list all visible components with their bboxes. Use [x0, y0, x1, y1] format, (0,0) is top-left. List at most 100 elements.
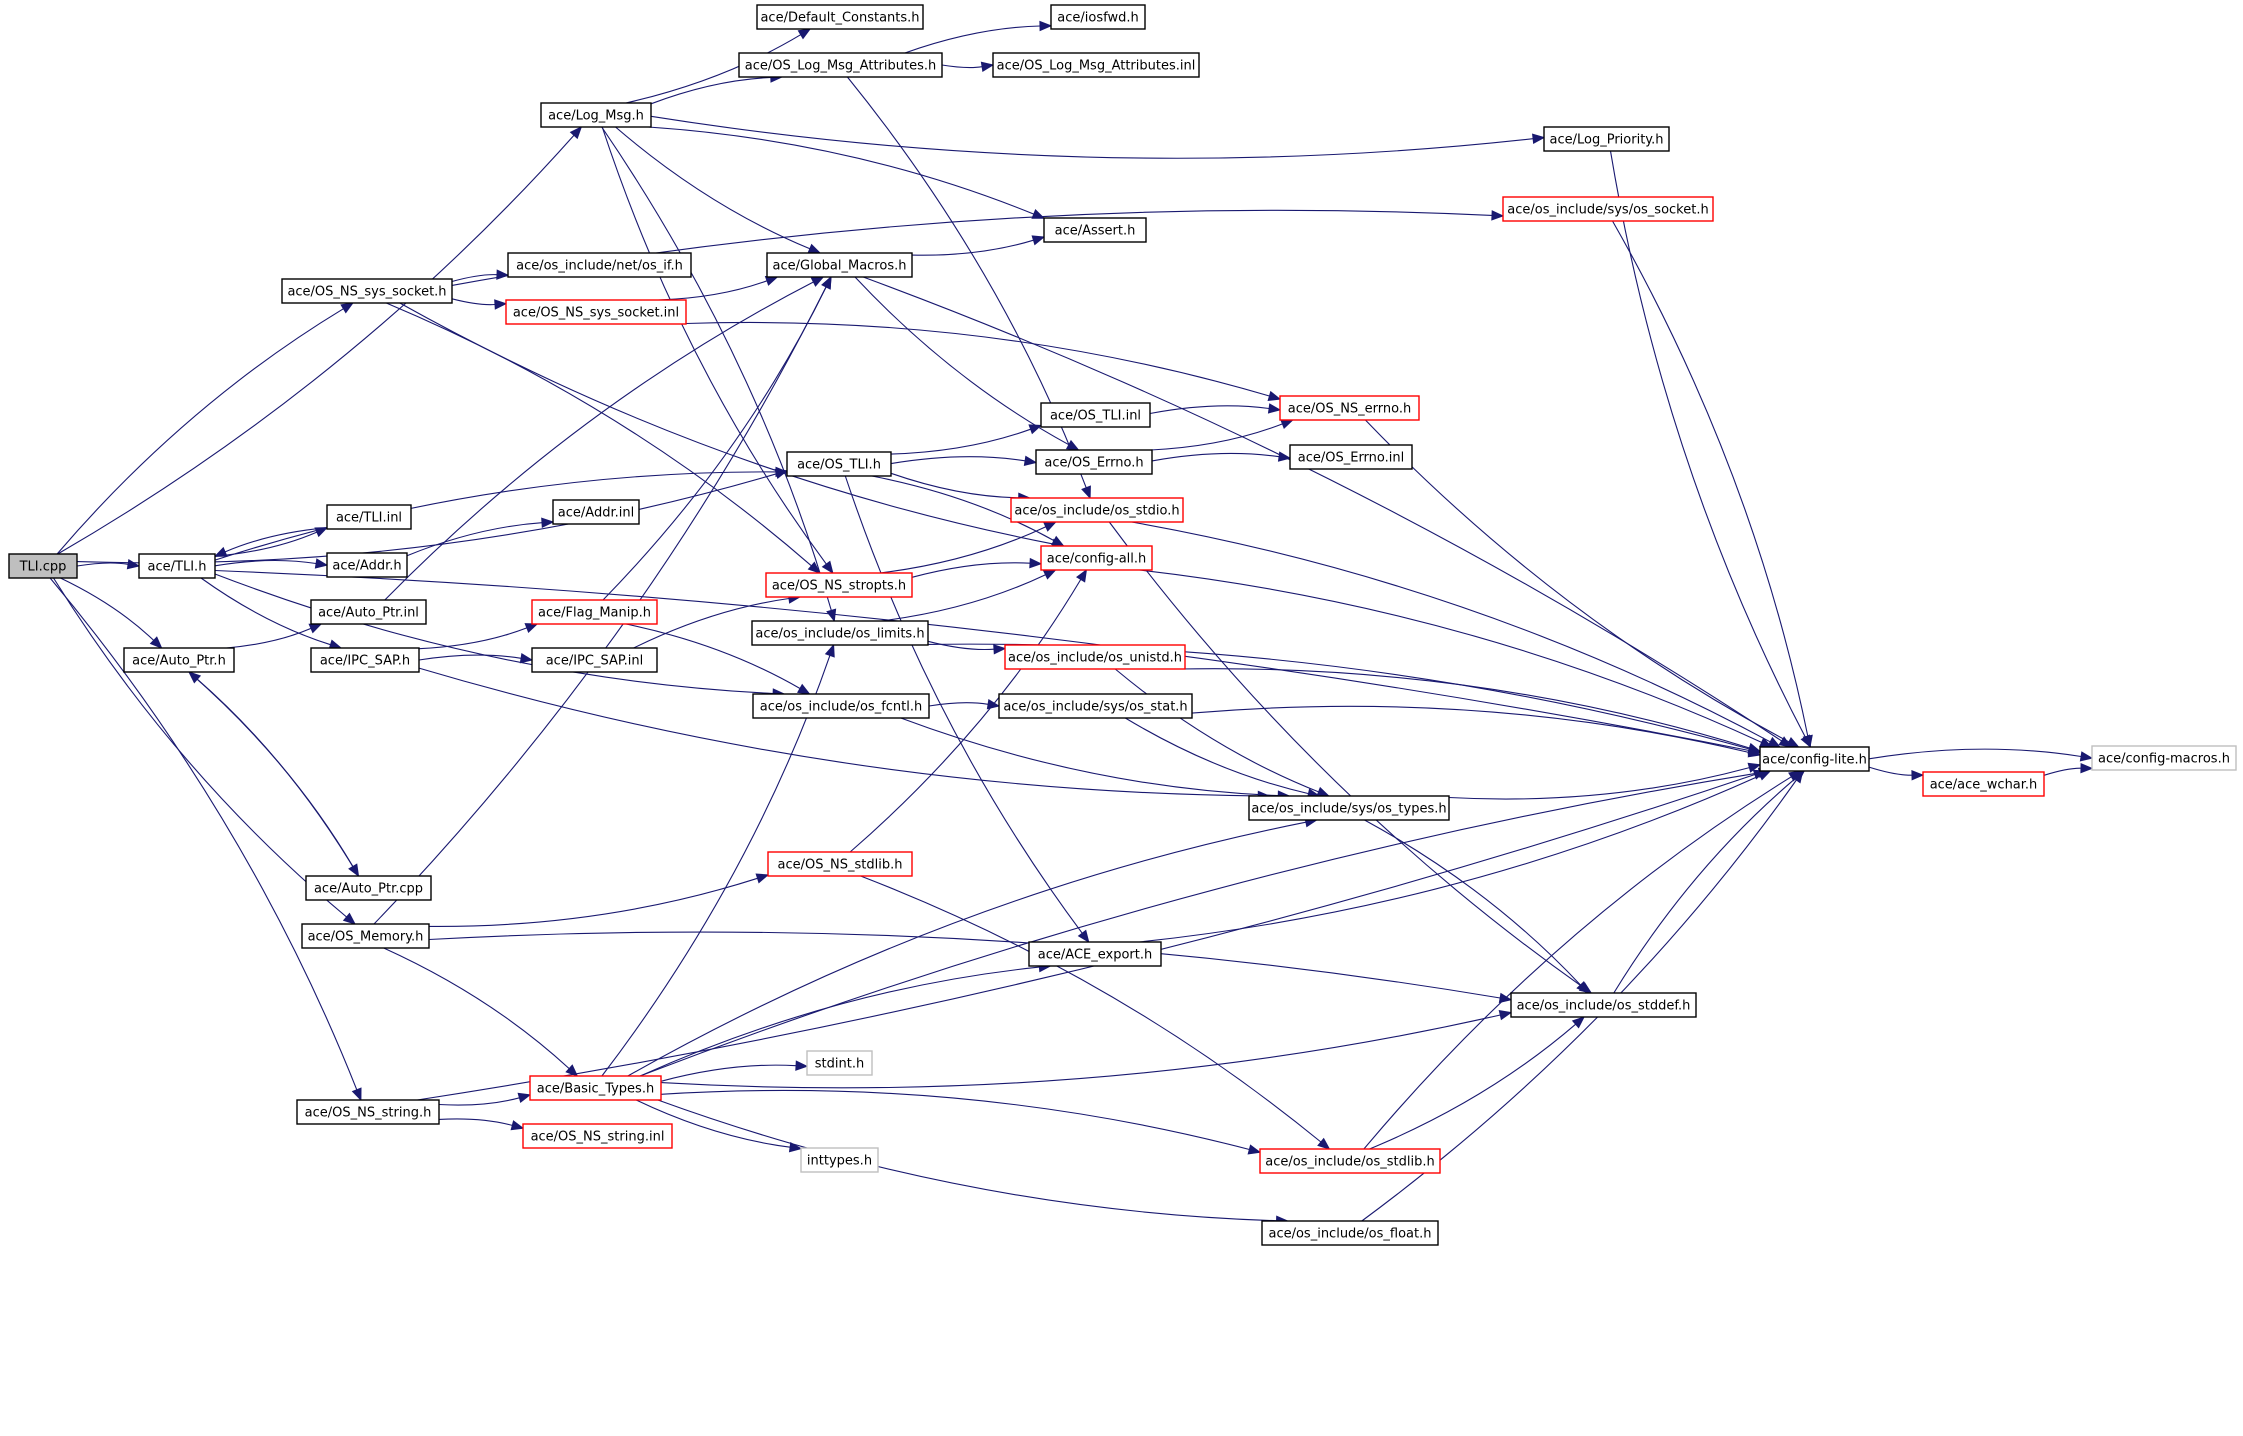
node-addr-h[interactable]: ace/Addr.h — [326, 552, 408, 578]
node-os-log-msg-attr-inl[interactable]: ace/OS_Log_Msg_Attributes.inl — [992, 52, 1200, 78]
node-config-all-h[interactable]: ace/config-all.h — [1040, 545, 1153, 571]
node-os-unistd-h[interactable]: ace/os_include/os_unistd.h — [1004, 644, 1186, 670]
node-addr-inl[interactable]: ace/Addr.inl — [552, 499, 640, 525]
node-net-os-if-h[interactable]: ace/os_include/net/os_if.h — [507, 252, 692, 278]
node-label: ace/os_include/sys/os_types.h — [1251, 802, 1446, 817]
node-label: ace/IPC_SAP.inl — [546, 654, 644, 669]
arrowhead — [1576, 981, 1589, 994]
node-ipc-sap-h[interactable]: ace/IPC_SAP.h — [310, 647, 420, 673]
arrowhead — [826, 608, 837, 623]
edge-os_ns_stropts_h-to-os_stdio_h — [880, 521, 1057, 574]
node-os-errno-inl[interactable]: ace/OS_Errno.inl — [1289, 444, 1413, 470]
edge-log_msg_h-to-assert_h — [648, 126, 1046, 219]
edge-os_ns_sys_socket_h-to-net_os_if_h — [451, 269, 510, 283]
node-config-lite-h[interactable]: ace/config-lite.h — [1759, 746, 1870, 772]
node-default-constants-h[interactable]: ace/Default_Constants.h — [756, 4, 924, 30]
node-label: ace/config-all.h — [1047, 552, 1147, 567]
node-auto-ptr-h[interactable]: ace/Auto_Ptr.h — [123, 647, 235, 673]
node-box — [1040, 545, 1153, 571]
node-box — [281, 278, 453, 304]
edge-log_msg_h-to-log_priority_h — [650, 115, 1546, 159]
node-label: ace/Basic_Types.h — [537, 1082, 654, 1097]
arrowhead — [1491, 210, 1505, 221]
node-assert-h[interactable]: ace/Assert.h — [1043, 217, 1147, 243]
arrowhead — [541, 517, 555, 528]
node-os-socket-h[interactable]: ace/os_include/sys/os_socket.h — [1502, 196, 1714, 222]
node-os-limits-h[interactable]: ace/os_include/os_limits.h — [751, 620, 929, 646]
node-global-macros-h[interactable]: ace/Global_Macros.h — [766, 252, 913, 278]
node-box — [765, 572, 913, 598]
edge-sys_os_stat_h-to-config_lite_h — [1191, 705, 1762, 758]
node-os-stdlib-h[interactable]: ace/os_include/os_stdlib.h — [1259, 1148, 1441, 1174]
node-ace-export-h[interactable]: ace/ACE_export.h — [1028, 941, 1162, 967]
arrowhead — [755, 873, 770, 884]
node-label: ace/config-macros.h — [2098, 752, 2230, 767]
node-os-ns-errno-h[interactable]: ace/OS_NS_errno.h — [1279, 395, 1420, 421]
node-log-msg-h[interactable]: ace/Log_Msg.h — [540, 102, 652, 128]
edge-log_msg_h-to-os_limits_h — [601, 126, 837, 623]
node-os-memory-h[interactable]: ace/OS_Memory.h — [301, 923, 430, 949]
node-flag-manip-h[interactable]: ace/Flag_Manip.h — [531, 599, 658, 625]
node-os-tli-h[interactable]: ace/OS_TLI.h — [786, 451, 892, 477]
node-os-tli-inl[interactable]: ace/OS_TLI.inl — [1040, 402, 1151, 428]
node-os-ns-sys-socket-inl[interactable]: ace/OS_NS_sys_socket.inl — [505, 299, 687, 325]
node-tli-inl[interactable]: ace/TLI.inl — [326, 504, 412, 530]
node-box — [310, 599, 427, 625]
node-label: ace/Auto_Ptr.inl — [318, 606, 419, 621]
edge-basic_types_h-to-os_stddef_h — [660, 1009, 1513, 1089]
node-os-ns-string-inl[interactable]: ace/OS_NS_string.inl — [522, 1123, 673, 1149]
arrowhead — [524, 623, 539, 633]
node-tli-h[interactable]: ace/TLI.h — [138, 553, 216, 579]
node-label: ace/OS_NS_string.inl — [531, 1130, 665, 1145]
node-os-errno-h[interactable]: ace/OS_Errno.h — [1035, 449, 1153, 475]
arrowhead — [821, 560, 834, 575]
node-iosfwd-h[interactable]: ace/iosfwd.h — [1050, 4, 1146, 30]
node-box — [1035, 449, 1153, 475]
node-label: ace/os_include/os_float.h — [1268, 1227, 1431, 1242]
node-label: ace/ace_wchar.h — [1930, 778, 2038, 793]
node-box — [1759, 746, 1870, 772]
node-auto-ptr-cpp[interactable]: ace/Auto_Ptr.cpp — [305, 875, 432, 901]
edge-os_memory_h-to-os_stddef_h — [428, 931, 1513, 1004]
node-os-stdio-h[interactable]: ace/os_include/os_stdio.h — [1010, 497, 1184, 523]
node-box — [522, 1123, 673, 1149]
node-label: ace/os_include/os_limits.h — [755, 627, 924, 642]
arrowhead — [980, 61, 995, 73]
node-label: ace/Auto_Ptr.h — [132, 654, 226, 669]
edge-log_msg_h-to-global_macros_h — [615, 126, 822, 254]
node-ace-wchar-h[interactable]: ace/ace_wchar.h — [1922, 771, 2045, 797]
arrowhead — [1571, 1016, 1586, 1029]
node-label: ace/os_include/os_unistd.h — [1008, 651, 1182, 666]
edge-config_lite_h-to-config_macros_h — [1868, 748, 2094, 762]
arrowhead — [565, 1064, 579, 1077]
node-os-log-msg-attr-h[interactable]: ace/OS_Log_Msg_Attributes.h — [738, 52, 943, 78]
node-os-stddef-h[interactable]: ace/os_include/os_stddef.h — [1510, 992, 1697, 1018]
node-stdint-h[interactable]: stdint.h — [806, 1050, 873, 1076]
node-sys-os-types-h[interactable]: ace/os_include/sys/os_types.h — [1248, 795, 1450, 821]
node-log-priority-h[interactable]: ace/Log_Priority.h — [1543, 126, 1670, 152]
arrowhead — [810, 276, 825, 287]
arrowhead — [1042, 569, 1057, 580]
node-os-float-h[interactable]: ace/os_include/os_float.h — [1261, 1220, 1439, 1246]
node-auto-ptr-inl[interactable]: ace/Auto_Ptr.inl — [310, 599, 427, 625]
edge-os_memory_h-to-os_ns_stdlib_h — [428, 873, 770, 927]
node-ipc-sap-inl[interactable]: ace/IPC_SAP.inl — [531, 647, 658, 673]
node-config-macros-h[interactable]: ace/config-macros.h — [2091, 745, 2237, 771]
edge-tli_cpp-to-log_msg_h — [57, 126, 583, 555]
node-os-ns-stdlib-h[interactable]: ace/OS_NS_stdlib.h — [767, 851, 913, 877]
node-inttypes-h[interactable]: inttypes.h — [800, 1147, 879, 1173]
arrowhead — [1747, 747, 1762, 758]
edge-ace_wchar_h-to-config_macros_h — [2043, 762, 2094, 776]
node-os-ns-string-h[interactable]: ace/OS_NS_string.h — [296, 1099, 440, 1125]
arrowhead — [340, 302, 355, 314]
node-tli-cpp[interactable]: TLI.cpp — [8, 553, 78, 579]
nodes-layer: TLI.cpp ace/TLI.h ace/TLI.inl ace/Addr.h ace… — [8, 4, 2237, 1246]
edge-os_stddef_h-to-config_lite_h — [1613, 770, 1806, 994]
edge-tli_inl-to-tli_h — [213, 527, 328, 557]
node-os-ns-sys-socket-h[interactable]: ace/OS_NS_sys_socket.h — [281, 278, 453, 304]
node-basic-types-h[interactable]: ace/Basic_Types.h — [529, 1075, 662, 1101]
node-sys-os-stat-h[interactable]: ace/os_include/sys/os_stat.h — [998, 693, 1193, 719]
node-label: ace/os_include/net/os_if.h — [516, 259, 683, 274]
node-os-fcntl-h[interactable]: ace/os_include/os_fcntl.h — [752, 693, 930, 719]
node-os-ns-stropts-h[interactable]: ace/OS_NS_stropts.h — [765, 572, 913, 598]
